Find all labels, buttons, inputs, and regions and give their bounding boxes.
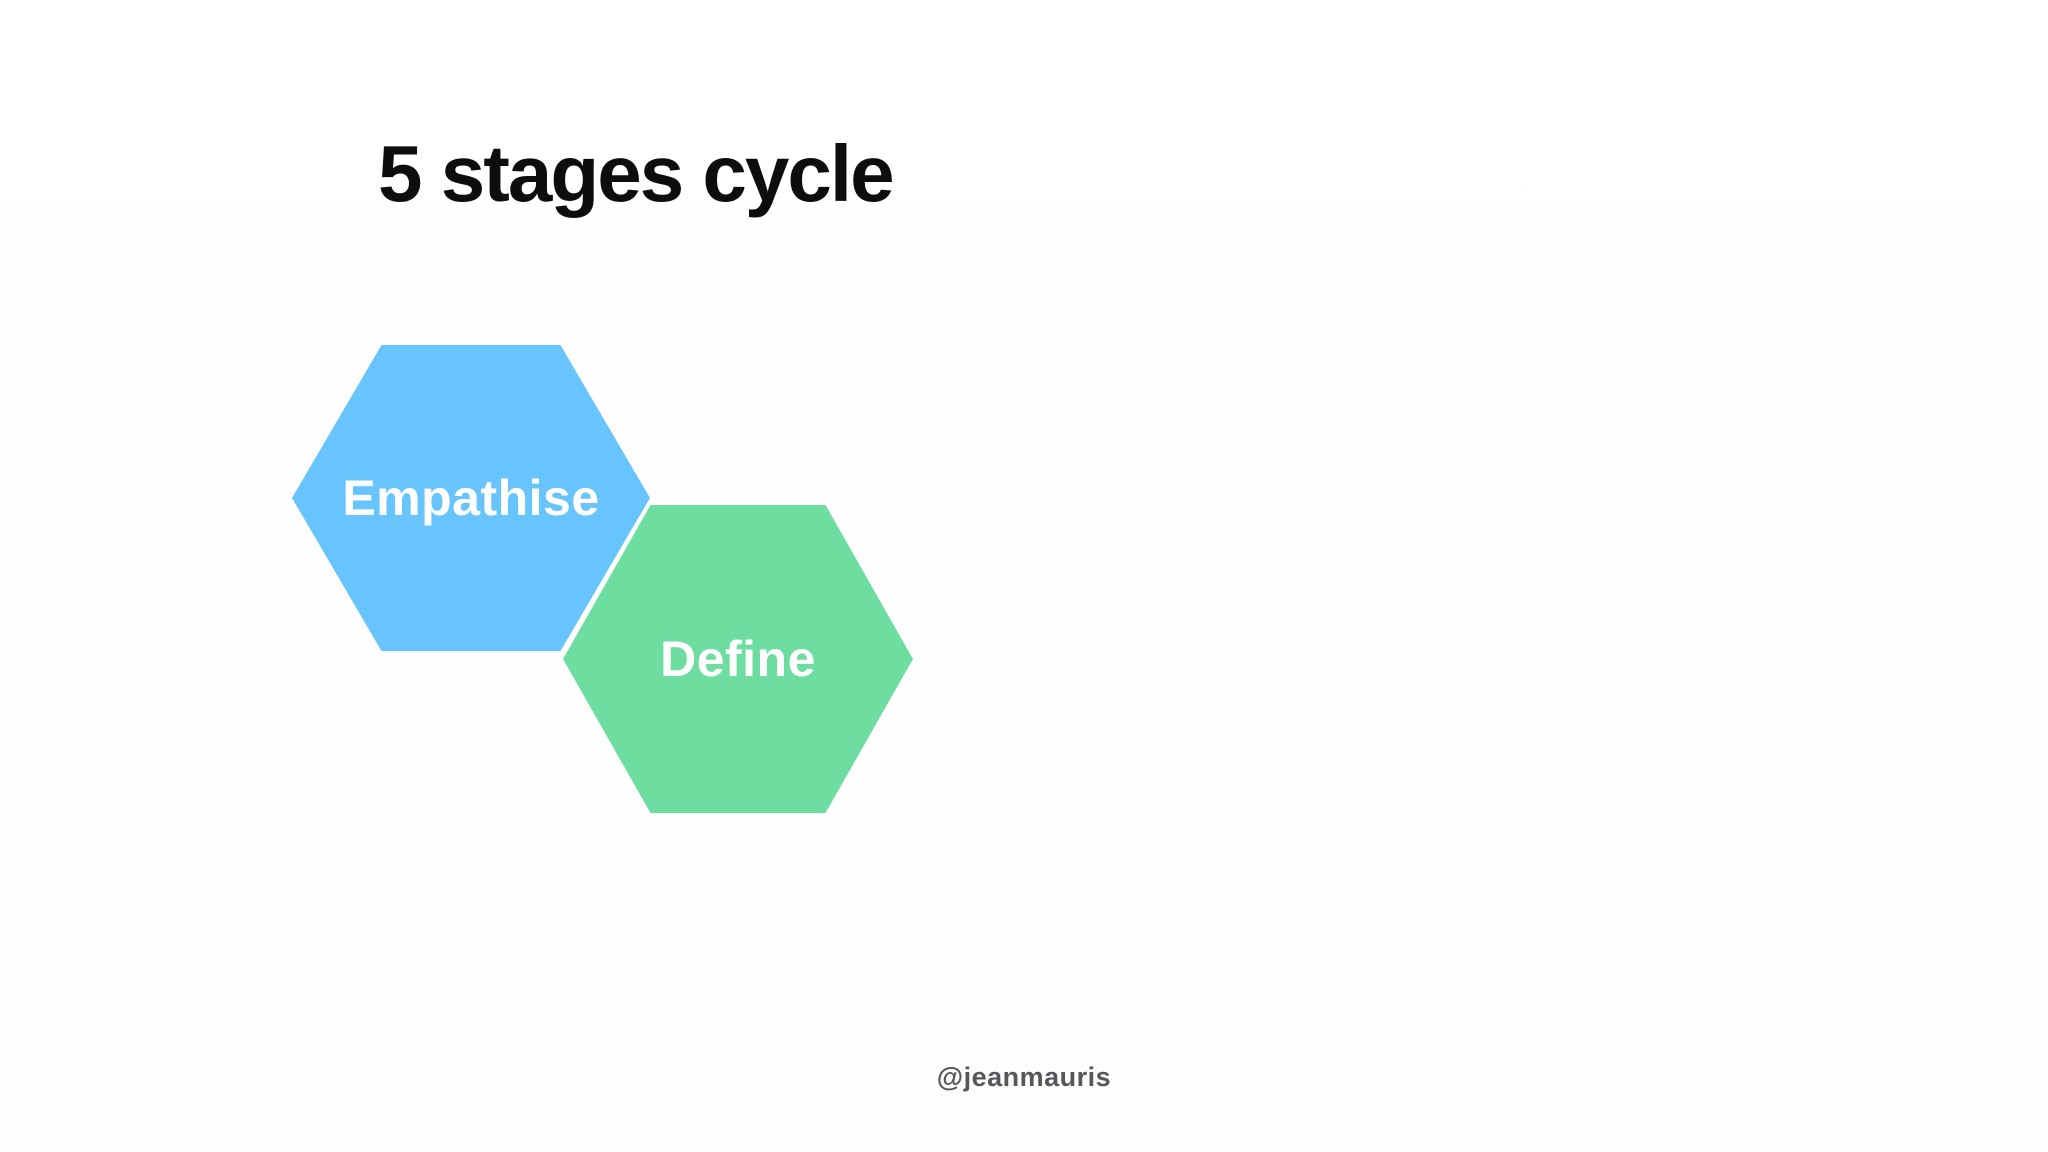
author-watermark: @jeanmauris [936, 1062, 1112, 1092]
stage-label-empathise: Empathise [342, 470, 600, 526]
stage-label-define: Define [660, 631, 816, 687]
page-title: 5 stages cycle [378, 129, 895, 218]
